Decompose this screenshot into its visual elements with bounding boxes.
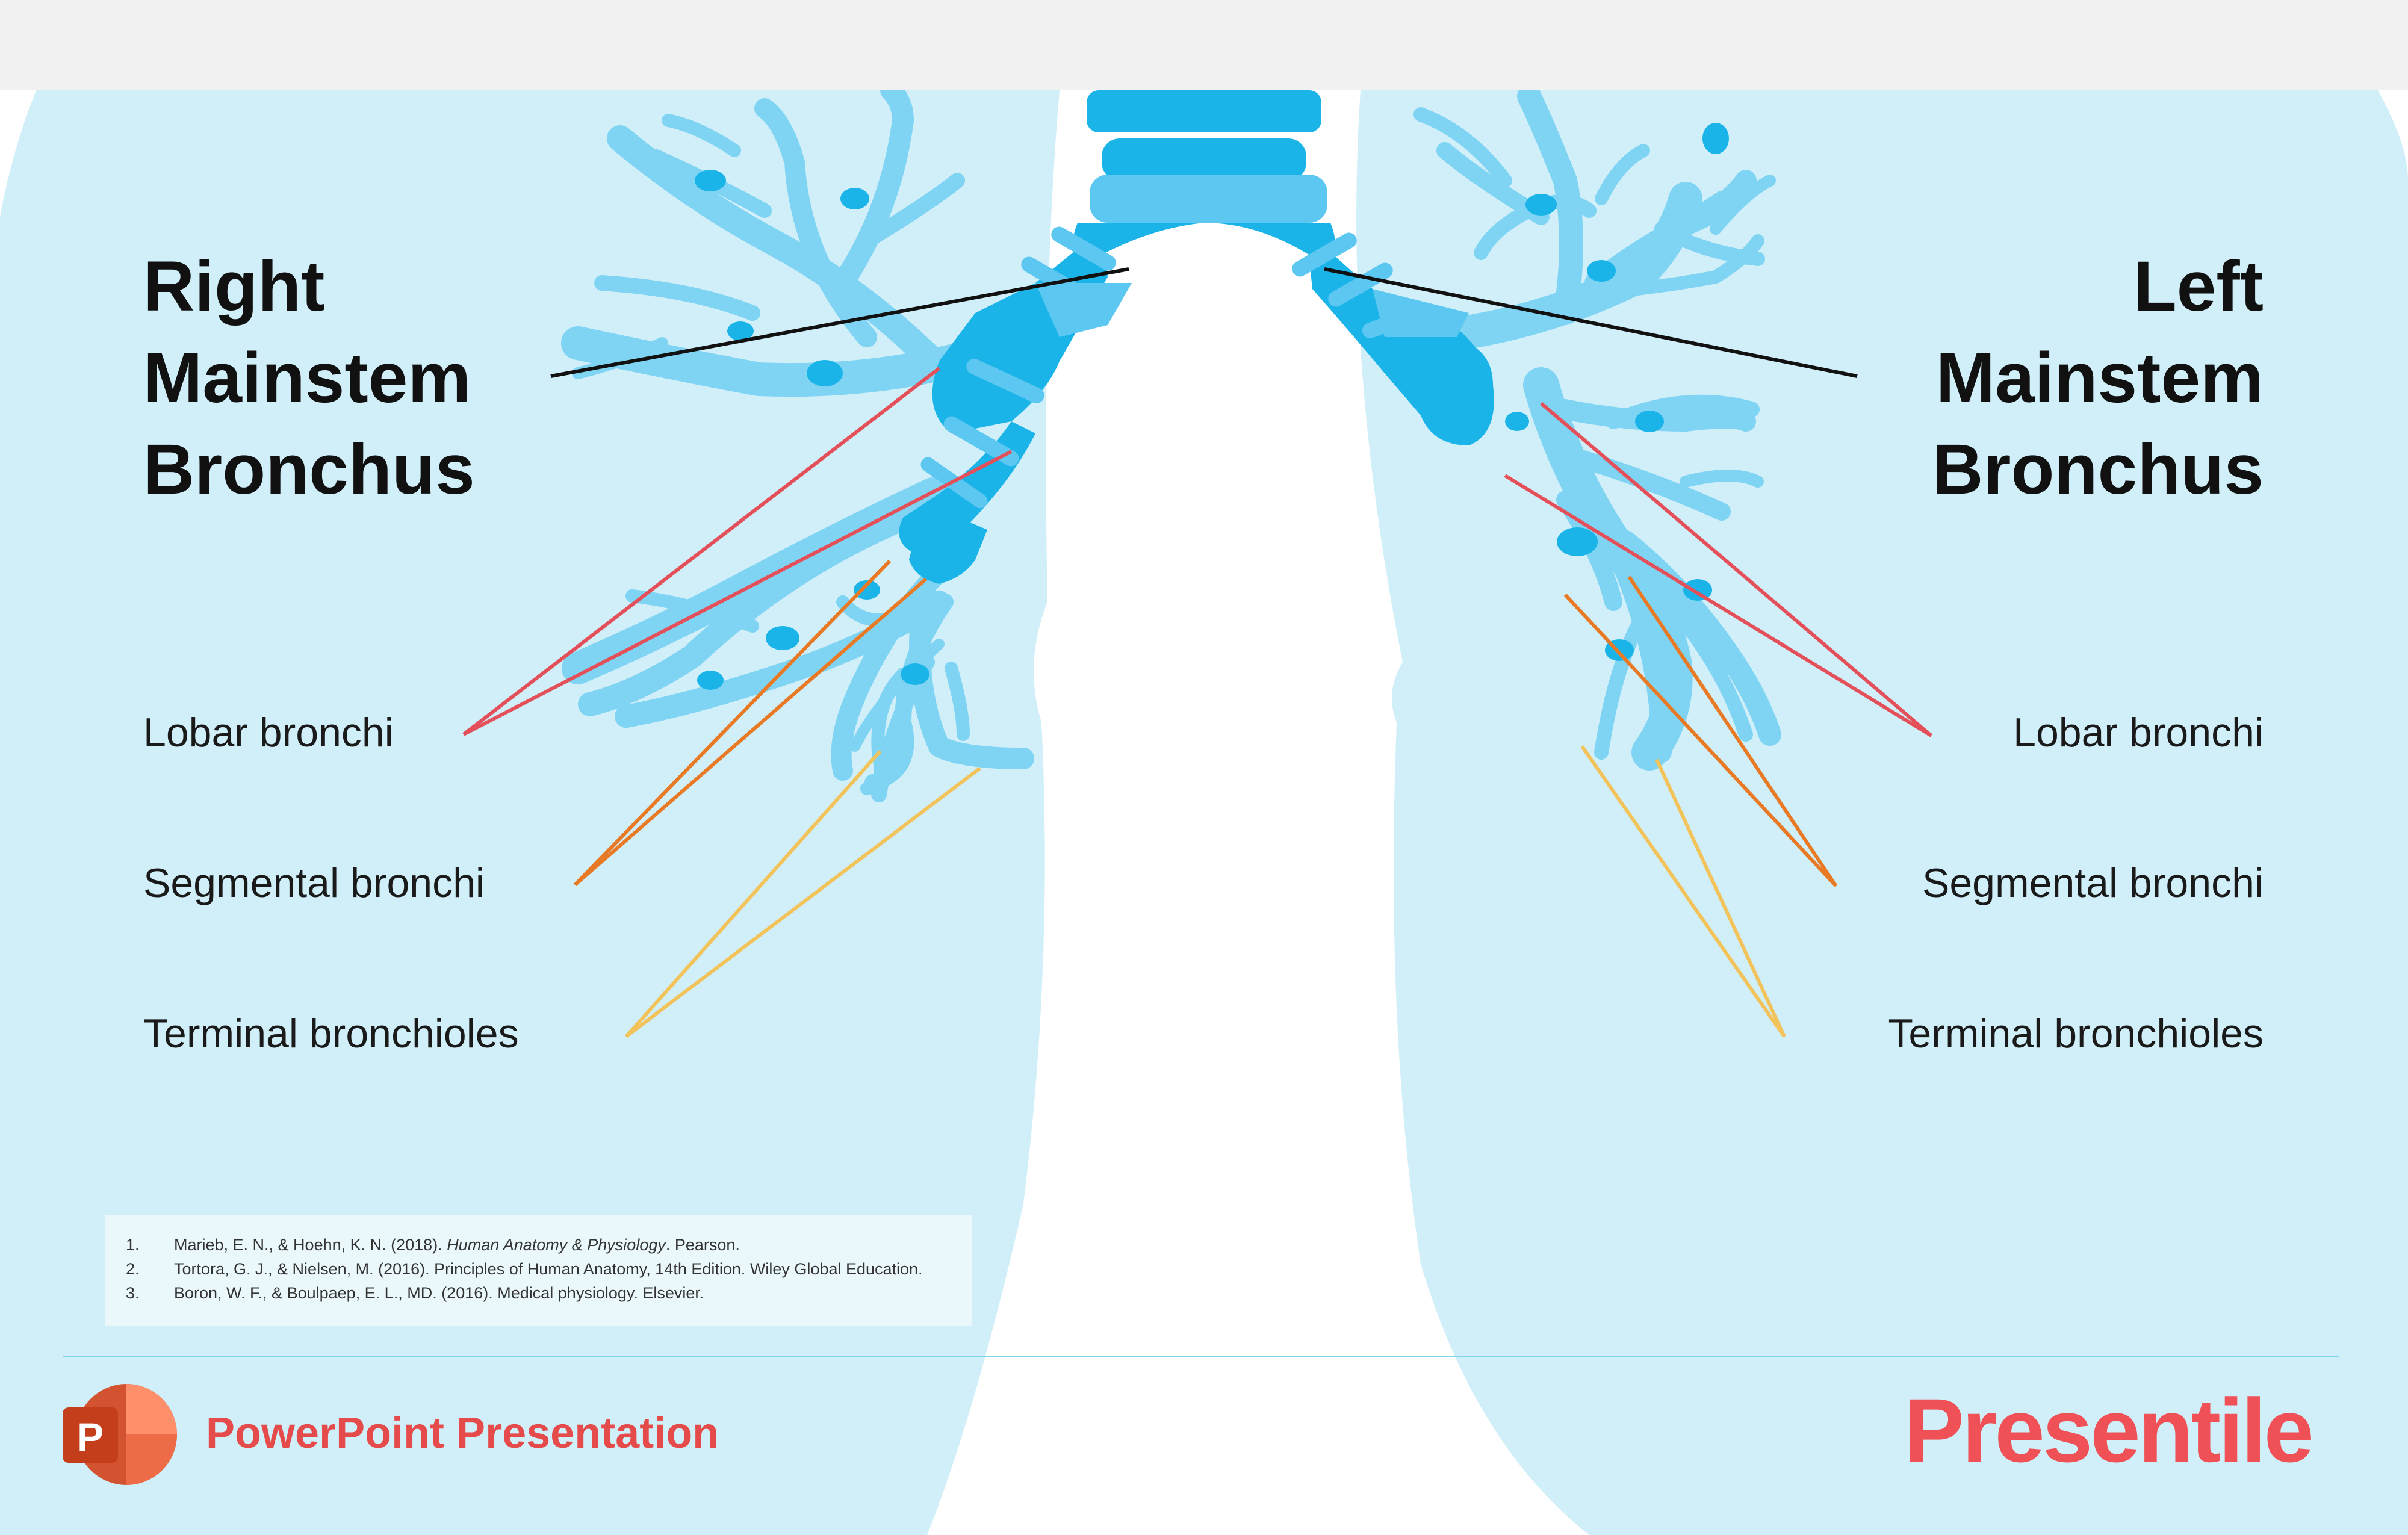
left-segmental-leader-1 <box>1563 593 1838 888</box>
reference-number: 3. <box>126 1284 140 1302</box>
left-lobar-label: Lobar bronchi <box>2013 710 2264 755</box>
right-terminal-label: Terminal bronchioles <box>143 1011 519 1056</box>
reference-authors: Marieb, E. N., & Hoehn, K. N. (2018). <box>174 1236 447 1254</box>
powerpoint-icon: P <box>63 1384 177 1485</box>
right-segmental-leader-2 <box>574 577 927 887</box>
reference-item: 2. Tortora, G. J., & Nielsen, M. (2016).… <box>126 1257 972 1281</box>
right-title-line-1: Right <box>143 247 325 326</box>
reference-item: 3. Boron, W. F., & Boulpaep, E. L., MD. … <box>126 1281 972 1305</box>
left-mainstem-leader <box>1324 267 1858 378</box>
footer-divider <box>63 1356 2339 1357</box>
reference-text: Boron, W. F., & Boulpaep, E. L., MD. (20… <box>174 1284 704 1302</box>
reference-publisher: . Pearson. <box>665 1236 740 1254</box>
right-terminal-leader-1 <box>624 750 882 1038</box>
leader-lines <box>462 267 1932 1038</box>
reference-number: 2. <box>126 1260 140 1278</box>
references-box: 1. Marieb, E. N., & Hoehn, K. N. (2018).… <box>105 1215 972 1326</box>
reference-title: Human Anatomy & Physiology <box>447 1236 666 1254</box>
right-segmental-leader-1 <box>573 559 892 887</box>
right-title-line-3: Bronchus <box>143 430 475 509</box>
reference-number: 1. <box>126 1236 140 1254</box>
reference-text: Tortora, G. J., & Nielsen, M. (2016). Pr… <box>174 1260 923 1278</box>
left-terminal-leader-1 <box>1580 745 1786 1038</box>
right-segmental-label: Segmental bronchi <box>143 860 485 906</box>
left-lung <box>1356 90 2408 1535</box>
app-name: PowerPoint Presentation <box>206 1409 719 1457</box>
left-title-line-3: Bronchus <box>1932 430 2264 509</box>
top-bar <box>0 0 2408 90</box>
left-mainstem-title: Left Mainstem Bronchus <box>1932 241 2264 515</box>
left-segmental-leader-2 <box>1627 575 1838 887</box>
right-lung <box>0 90 1060 1535</box>
powerpoint-icon-letter: P <box>77 1415 104 1459</box>
right-title-line-2: Mainstem <box>143 338 471 418</box>
presentile-logo: Presentile <box>1904 1380 2314 1481</box>
left-bronchial-tree <box>1413 90 1781 771</box>
cartilage-rings <box>920 226 1432 509</box>
right-lobar-leader-1 <box>462 367 940 736</box>
left-lobar-leader-1 <box>1540 402 1932 737</box>
left-terminal-leader-2 <box>1655 758 1786 1038</box>
reference-item: 1. Marieb, E. N., & Hoehn, K. N. (2018).… <box>126 1233 972 1257</box>
left-title-line-2: Mainstem <box>1935 338 2264 418</box>
branch-spots <box>695 123 1729 690</box>
left-title-line-1: Left <box>2133 247 2264 326</box>
left-lobar-leader-2 <box>1504 474 1932 737</box>
right-lobar-label: Lobar bronchi <box>143 710 394 755</box>
left-terminal-label: Terminal bronchioles <box>1888 1011 2264 1056</box>
right-mainstem-leader <box>550 267 1129 378</box>
right-mainstem-title: Right Mainstem Bronchus <box>143 241 475 515</box>
left-segmental-label: Segmental bronchi <box>1922 860 2264 906</box>
lung-illustration <box>0 90 2408 1535</box>
right-lobar-leader-2 <box>462 450 1013 736</box>
right-terminal-leader-2 <box>625 766 981 1038</box>
